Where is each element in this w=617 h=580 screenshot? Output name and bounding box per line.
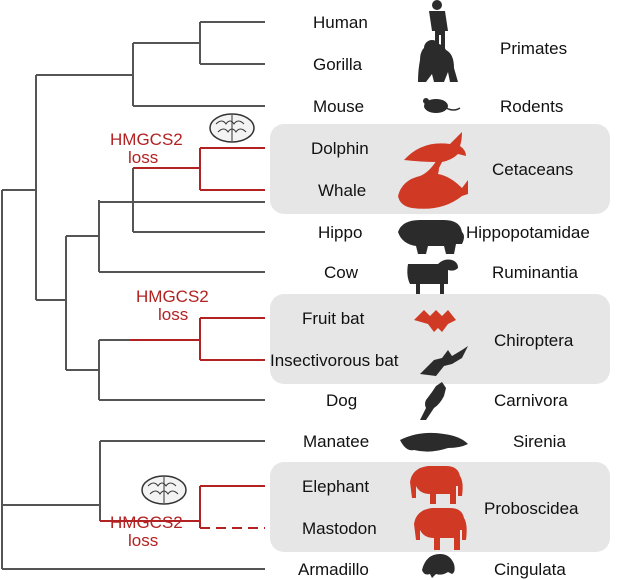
loss-label-cetaceans: HMGCS2 loss: [110, 130, 183, 167]
group-label-ruminantia: Ruminantia: [492, 263, 579, 282]
fruit-bat-silhouette-icon: [414, 310, 456, 332]
loss-branches: [100, 147, 265, 529]
group-label-cingulata: Cingulata: [494, 560, 566, 579]
phylogenetic-tree: [1, 21, 265, 570]
proboscidea-highlight-box: [270, 462, 610, 552]
human-silhouette-icon: [429, 0, 448, 55]
species-label-hippo: Hippo: [318, 223, 362, 242]
species-label-elephant: Elephant: [302, 477, 369, 496]
cow-silhouette-icon: [404, 259, 458, 294]
dog-silhouette-icon: [420, 382, 446, 420]
group-label-proboscidea: Proboscidea: [484, 499, 579, 518]
species-label-whale: Whale: [318, 181, 366, 200]
loss-label-proboscidea: HMGCS2 loss: [110, 513, 183, 550]
brain-icon: [209, 113, 255, 143]
species-label-insectivorous-bat: Insectivorous bat: [270, 351, 399, 370]
group-labels: Primates Rodents Cetaceans Hippopotamida…: [466, 39, 590, 579]
manatee-silhouette-icon: [400, 432, 468, 452]
group-label-hippopotamidae: Hippopotamidae: [466, 223, 590, 242]
insectivorous-bat-silhouette-icon: [420, 346, 468, 376]
group-label-carnivora: Carnivora: [494, 391, 568, 410]
group-label-chiroptera: Chiroptera: [494, 331, 574, 350]
species-label-fruit-bat: Fruit bat: [302, 309, 365, 328]
gorilla-silhouette-icon: [418, 40, 458, 82]
cetaceans-highlight-box: [270, 124, 610, 214]
mouse-silhouette-icon: [423, 98, 461, 113]
species-label-armadillo: Armadillo: [298, 560, 369, 579]
species-label-dolphin: Dolphin: [311, 139, 369, 158]
elephant-silhouette-icon: [410, 466, 463, 504]
group-label-primates: Primates: [500, 39, 567, 58]
group-label-cetaceans: Cetaceans: [492, 160, 573, 179]
mastodon-silhouette-icon: [414, 508, 467, 550]
chiroptera-highlight-box: [270, 294, 610, 384]
whale-silhouette-icon: [398, 158, 468, 209]
svg-text:HMGCS2: HMGCS2: [110, 130, 183, 149]
svg-text:HMGCS2: HMGCS2: [110, 513, 183, 532]
hippo-silhouette-icon: [398, 220, 464, 254]
brain-icon: [141, 475, 187, 505]
svg-text:loss: loss: [158, 305, 188, 324]
species-label-mastodon: Mastodon: [302, 519, 377, 538]
species-label-human: Human: [313, 13, 368, 32]
group-label-sirenia: Sirenia: [513, 432, 566, 451]
dolphin-silhouette-icon: [404, 132, 466, 170]
group-label-rodents: Rodents: [500, 97, 563, 116]
species-label-dog: Dog: [326, 391, 357, 410]
armadillo-silhouette-icon: [422, 554, 455, 578]
species-label-gorilla: Gorilla: [313, 55, 363, 74]
species-labels: Human Gorilla Mouse Dolphin Whale Hippo …: [270, 13, 399, 579]
svg-text:loss: loss: [128, 531, 158, 550]
loss-label-chiroptera: HMGCS2 loss: [136, 287, 209, 324]
svg-text:HMGCS2: HMGCS2: [136, 287, 209, 306]
species-label-cow: Cow: [324, 263, 359, 282]
species-label-manatee: Manatee: [303, 432, 369, 451]
species-label-mouse: Mouse: [313, 97, 364, 116]
svg-text:loss: loss: [128, 148, 158, 167]
